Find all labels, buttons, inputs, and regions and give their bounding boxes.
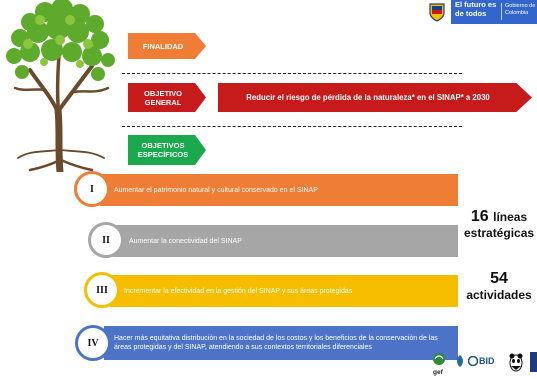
activities-count: 54: [490, 270, 508, 287]
especificos-label-line2: ESPECÍFICOS: [137, 150, 189, 159]
tree-icon: [6, 0, 115, 172]
gov-banner: El futuro es de todos Gobierno de Colomb…: [451, 0, 537, 24]
objetivo-label-line2: GENERAL: [144, 97, 182, 107]
colombia-shield-icon: [429, 3, 445, 22]
divider-line: [122, 73, 462, 74]
strategic-lines-word2: estratégicas: [464, 226, 535, 240]
objective-bar: Incrementar la efectividad en la gestión…: [110, 275, 458, 307]
government-logo: El futuro es de todos Gobierno de Colomb…: [427, 0, 537, 24]
divider-line: [122, 126, 462, 127]
strategic-lines-count: 16: [470, 208, 489, 225]
bid-logo-icon: [468, 356, 478, 366]
strategic-lines-word1: líneas: [493, 210, 528, 224]
gov-divider: [501, 3, 502, 20]
bid-label: BID: [479, 356, 495, 366]
objective-text: Incrementar la efectividad en la gestión…: [124, 287, 353, 295]
activities-word: actividades: [466, 288, 532, 302]
objective-bar: Hacer más equitativa distribución en la …: [104, 326, 458, 360]
leaf-icon: [457, 355, 463, 367]
objective-numeral-badge: I: [74, 171, 110, 207]
gef-logo-icon: [433, 353, 445, 365]
objective-numeral: I: [90, 183, 94, 195]
objective-numeral-badge: III: [84, 272, 120, 308]
especificos-label-line1: OBJETIVOS: [141, 141, 185, 150]
gov-name: Gobierno de Colombia: [505, 3, 536, 16]
objective-numeral: III: [96, 284, 108, 296]
wwf-panda-icon: [509, 353, 523, 372]
objective-bar: Aumentar la conectividad del SINAP: [113, 225, 458, 257]
general-goal-text: Reducir el riesgo de pérdida de la natur…: [246, 93, 490, 102]
objetivos-especificos-tag: OBJETIVOS ESPECÍFICOS: [128, 135, 206, 165]
objective-text: Hacer más equitativa distribución en la …: [114, 335, 438, 351]
gov-slogan: El futuro es de todos: [455, 0, 497, 18]
objective-numeral: II: [102, 234, 110, 246]
objective-text: Aumentar la conectividad del SINAP: [129, 237, 242, 245]
partner-logos: gef BID: [432, 350, 537, 379]
objective-numeral-badge: IV: [75, 325, 111, 361]
strategic-lines-stat: 16 líneas estratégicas: [464, 208, 534, 241]
objective-numeral-badge: II: [88, 222, 124, 258]
objetivo-general-tag: OBJETIVO GENERAL: [128, 83, 206, 112]
objetivo-label-line1: OBJETIVO: [144, 88, 182, 98]
partial-logo-icon: [530, 352, 537, 372]
gef-label: gef: [433, 369, 443, 376]
finalidad-label: FINALIDAD: [142, 41, 184, 51]
general-goal-banner: Reducir el riesgo de pérdida de la natur…: [218, 83, 532, 112]
objective-bar: Aumentar el patrimonio natural y cultura…: [100, 174, 458, 206]
objective-numeral: IV: [87, 337, 99, 349]
activities-stat: 54 actividades: [464, 270, 534, 303]
finalidad-tag: FINALIDAD: [128, 33, 206, 59]
objective-text: Aumentar el patrimonio natural y cultura…: [114, 186, 318, 194]
